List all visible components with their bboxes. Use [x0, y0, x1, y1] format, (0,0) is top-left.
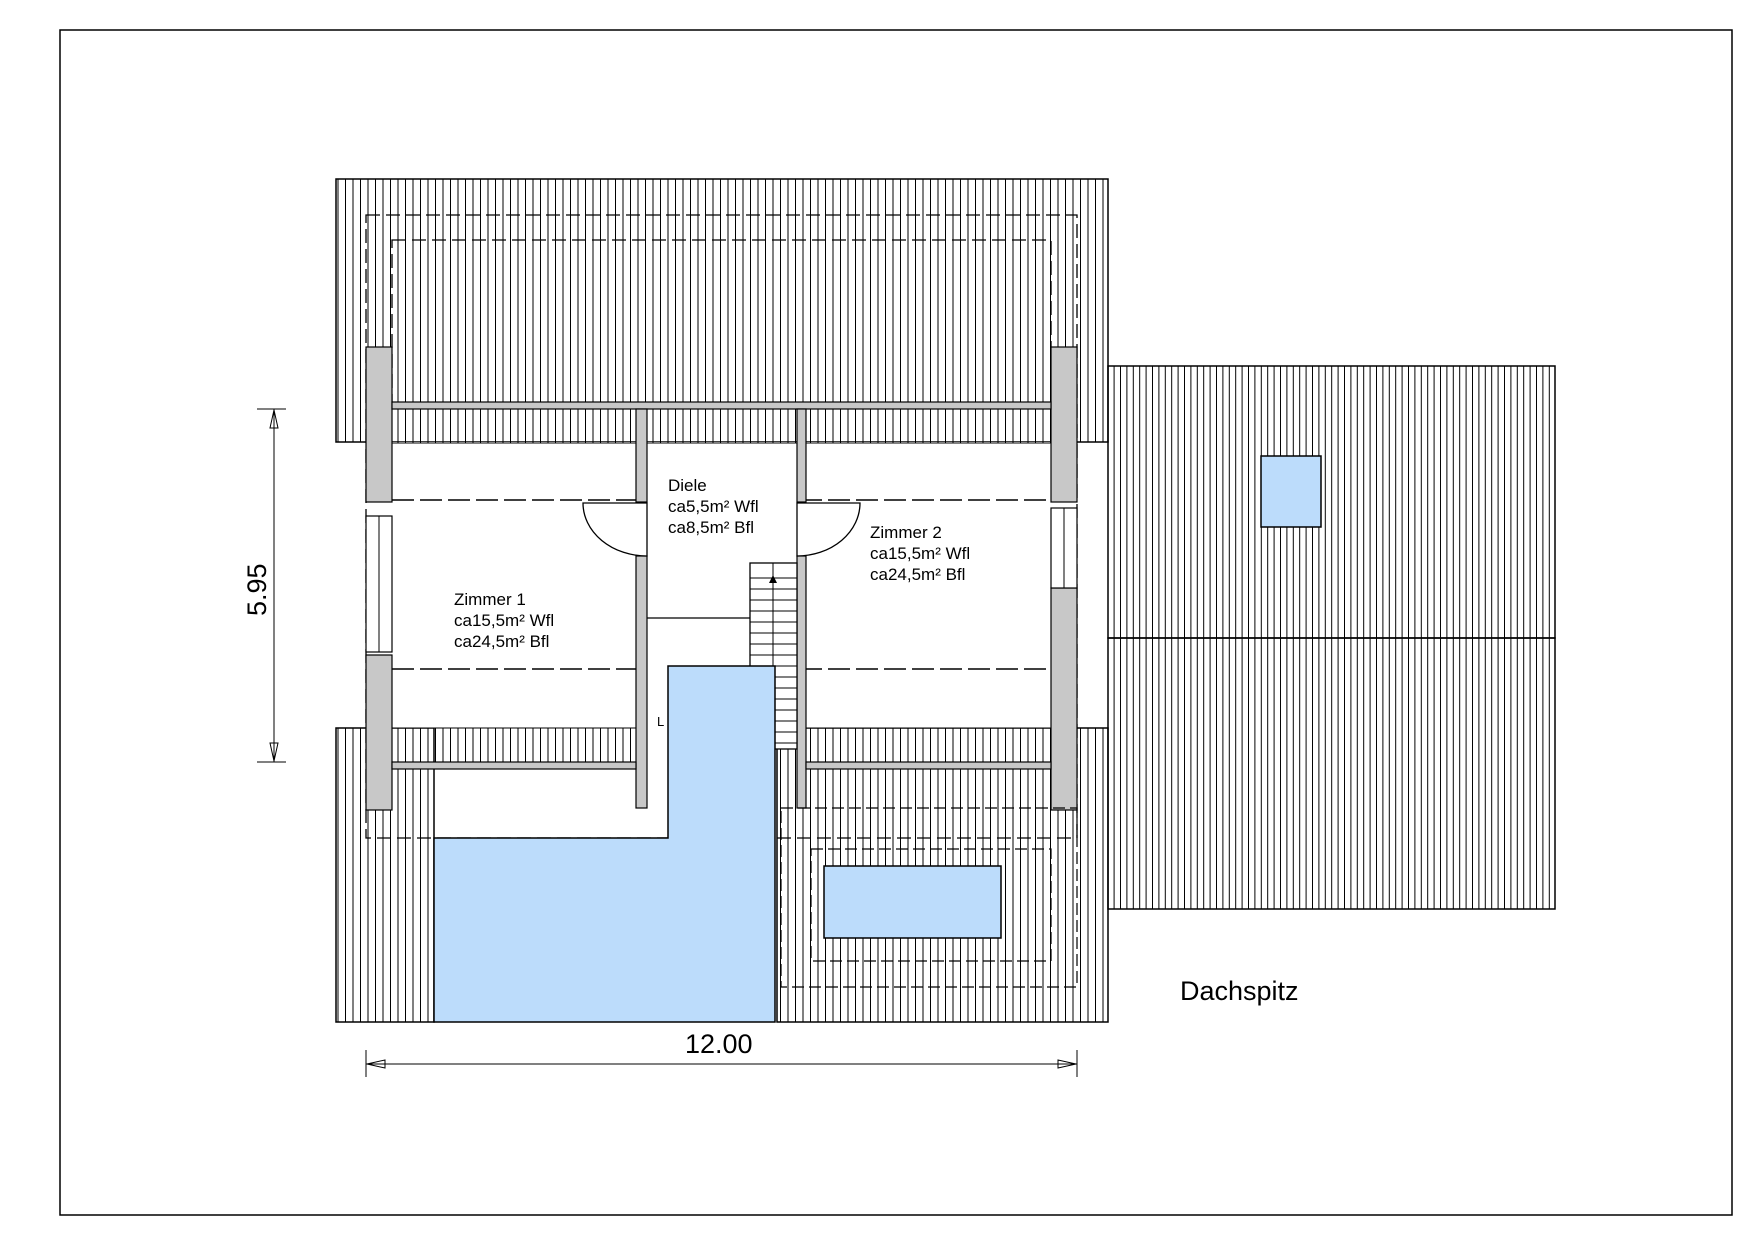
sheet-frame [59, 29, 1733, 1216]
zimmer2-bfl: ca24,5m² Bfl [870, 565, 965, 584]
arrow-left-icon [366, 1059, 386, 1069]
arrow-down-icon [269, 742, 279, 762]
room-label-zimmer2: Zimmer 2 ca15,5m² Wfl ca24,5m² Bfl [870, 523, 970, 584]
wall-top [391, 401, 1052, 410]
roof-top [335, 178, 1109, 443]
zimmer2-name: Zimmer 2 [870, 523, 942, 542]
dimension-width: 12.00 [365, 1029, 1078, 1077]
roof-window-outline-dashed [810, 848, 1052, 962]
diele-wfl: ca5,5m² Wfl [668, 497, 759, 516]
diele-bfl: ca8,5m² Bfl [668, 518, 754, 537]
wall-inner-left-bottom [635, 555, 648, 809]
section-label: Dachspitz [1180, 976, 1299, 1006]
annex-roof [1107, 365, 1556, 910]
roof-strip-bottom-left [391, 727, 637, 763]
wall-right-1 [1050, 346, 1078, 503]
luftraum-label-fragment: L [657, 714, 664, 729]
roof-strip-mid [646, 408, 798, 444]
wall-right-2 [1050, 587, 1078, 811]
main-roof: L [335, 178, 1109, 1023]
door-swing-left [582, 502, 648, 557]
roof-strip-left [391, 408, 637, 444]
wall-left-2 [365, 654, 393, 811]
zimmer1-name: Zimmer 1 [454, 590, 526, 609]
room-label-diele: Diele ca5,5m² Wfl ca8,5m² Bfl [668, 476, 759, 537]
dimension-height: 5.95 [242, 408, 286, 763]
wall-inner-right-top [796, 408, 807, 503]
roof-window-annex [1260, 455, 1322, 528]
roof-window-bottom [823, 865, 1002, 939]
wall-inner-right-bottom [796, 555, 807, 809]
diele-name: Diele [668, 476, 707, 495]
wall-left-1 [365, 346, 393, 503]
lower-right-dashed [780, 807, 1078, 988]
annex-roof-upper [1107, 365, 1556, 639]
annex-roof-lower [1107, 637, 1556, 910]
wall-bottom-left [391, 761, 637, 770]
arrow-up-icon [269, 409, 279, 429]
wall-inner-left-top [635, 408, 648, 503]
room-label-zimmer1: Zimmer 1 ca15,5m² Wfl ca24,5m² Bfl [454, 590, 554, 651]
stair-arrow-icon [769, 575, 777, 583]
roof-strip-bottom-right [805, 727, 1052, 763]
zimmer1-bfl: ca24,5m² Bfl [454, 632, 549, 651]
zimmer2-wfl: ca15,5m² Wfl [870, 544, 970, 563]
wall-bottom-right [805, 761, 1052, 770]
glass-void-area [433, 665, 776, 1023]
dimension-width-label: 12.00 [685, 1029, 753, 1059]
door-swing-right [796, 502, 861, 557]
roof-strip-right [805, 408, 1052, 444]
arrow-right-icon [1057, 1059, 1077, 1069]
zimmer1-wfl: ca15,5m² Wfl [454, 611, 554, 630]
dimension-height-label: 5.95 [242, 563, 272, 616]
